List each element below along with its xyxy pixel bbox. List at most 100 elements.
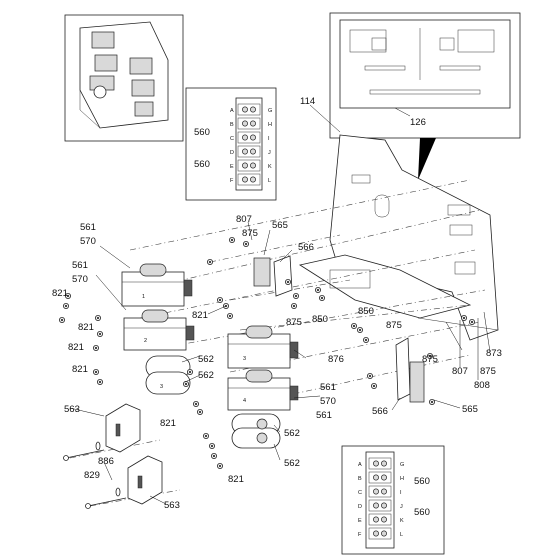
screw-head-icon bbox=[212, 454, 216, 458]
terminal-letter-right: J bbox=[268, 150, 271, 156]
callout-875: 875 bbox=[286, 317, 302, 328]
terminal-letter-left: F bbox=[230, 178, 234, 184]
screw-head-icon bbox=[352, 324, 356, 328]
module-number: 1 bbox=[142, 294, 145, 300]
terminal-screw-icon bbox=[250, 176, 256, 183]
hardware-screws bbox=[59, 236, 475, 469]
callout-126: 126 bbox=[410, 117, 426, 128]
terminal-screw-icon bbox=[242, 134, 248, 141]
callout-562: 562 bbox=[198, 370, 214, 381]
terminal-screw-icon bbox=[242, 176, 248, 183]
terminal-letter-right: K bbox=[400, 518, 404, 524]
terminal-letter-right: G bbox=[268, 108, 272, 114]
chassis-plate bbox=[298, 134, 499, 341]
terminal-bracket-566-lower bbox=[395, 337, 425, 403]
screw-head-icon bbox=[364, 338, 368, 342]
callout-808: 808 bbox=[474, 380, 490, 391]
callout-566: 566 bbox=[298, 242, 314, 253]
callout-561: 561 bbox=[72, 260, 88, 271]
terminal-bracket-566-upper bbox=[253, 255, 293, 297]
terminal-cell bbox=[237, 145, 261, 158]
callout-875: 875 bbox=[480, 366, 496, 377]
screw-head-icon bbox=[368, 374, 372, 378]
callout-821: 821 bbox=[192, 310, 208, 321]
callout-821: 821 bbox=[72, 364, 88, 375]
terminal-cell bbox=[368, 527, 392, 540]
screw-head-icon bbox=[94, 346, 98, 350]
terminal-cell bbox=[237, 173, 261, 186]
screw-head-icon bbox=[188, 370, 192, 374]
callout-875: 875 bbox=[242, 228, 258, 239]
terminal-screw-icon bbox=[373, 488, 379, 495]
terminal-screw-icon bbox=[381, 502, 387, 509]
callout-562: 562 bbox=[284, 428, 300, 439]
callout-886: 886 bbox=[98, 456, 114, 467]
terminal-letter-right: I bbox=[400, 490, 402, 496]
screw-head-icon bbox=[66, 294, 70, 298]
terminal-cell bbox=[237, 131, 261, 144]
screw-head-icon bbox=[98, 332, 102, 336]
bracket-563-lower bbox=[127, 455, 163, 505]
callout-873: 873 bbox=[486, 348, 502, 359]
screw-head-icon bbox=[294, 294, 298, 298]
callout-821: 821 bbox=[78, 322, 94, 333]
screw-head-icon bbox=[204, 434, 208, 438]
terminal-letter-left: D bbox=[230, 150, 234, 156]
screw-head-icon bbox=[372, 384, 376, 388]
terminal-letter-left: D bbox=[358, 504, 362, 510]
terminal-cell bbox=[368, 513, 392, 526]
callout-821: 821 bbox=[228, 474, 244, 485]
callout-821: 821 bbox=[68, 342, 84, 353]
screw-head-icon bbox=[292, 304, 296, 308]
callout-561: 561 bbox=[320, 382, 336, 393]
screw-head-icon bbox=[60, 318, 64, 322]
callout-114: 114 bbox=[300, 96, 315, 107]
callout-563: 563 bbox=[164, 500, 180, 511]
transformer-1: 1 bbox=[121, 263, 193, 307]
long-bolts bbox=[63, 441, 127, 509]
terminal-letter-right: L bbox=[400, 532, 403, 538]
terminal-screw-icon bbox=[250, 134, 256, 141]
terminal-cell bbox=[237, 117, 261, 130]
terminal-screw-icon bbox=[381, 474, 387, 481]
terminal-cell bbox=[237, 159, 261, 172]
inset-back-plate: 126 bbox=[329, 12, 521, 180]
callout-560: 560 bbox=[194, 127, 210, 138]
module-number: 3 bbox=[243, 356, 246, 362]
terminal-screw-icon bbox=[250, 162, 256, 169]
terminal-screw-icon bbox=[381, 530, 387, 537]
screw-head-icon bbox=[230, 238, 234, 242]
terminal-letter-right: G bbox=[400, 462, 404, 468]
terminal-letter-left: A bbox=[230, 108, 234, 114]
screw-head-icon bbox=[218, 298, 222, 302]
terminal-letter-left: E bbox=[230, 164, 234, 170]
capacitor-pair-right bbox=[231, 413, 281, 449]
screw-head-icon bbox=[64, 304, 68, 308]
callout-566: 566 bbox=[372, 406, 388, 417]
terminal-letter-right: J bbox=[400, 504, 403, 510]
leader-lines bbox=[69, 104, 491, 505]
screw-head-icon bbox=[470, 320, 474, 324]
callout-807: 807 bbox=[452, 366, 468, 377]
transformer-2: 2 bbox=[123, 309, 195, 351]
callout-562: 562 bbox=[284, 458, 300, 469]
terminal-letter-left: E bbox=[358, 518, 362, 524]
callout-850: 850 bbox=[358, 306, 374, 317]
module-number: 3 bbox=[160, 384, 163, 390]
terminal-screw-icon bbox=[381, 488, 387, 495]
transformer-4: 4 bbox=[227, 369, 299, 411]
terminal-screw-icon bbox=[242, 120, 248, 127]
terminal-letter-right: H bbox=[400, 476, 404, 482]
callout-875: 875 bbox=[386, 320, 402, 331]
screw-head-icon bbox=[210, 444, 214, 448]
capacitor-pair-left: 3 bbox=[145, 355, 191, 395]
terminal-letter-left: A bbox=[358, 462, 362, 468]
terminal-screw-icon bbox=[373, 502, 379, 509]
terminal-screw-icon bbox=[373, 474, 379, 481]
callout-560: 560 bbox=[414, 476, 430, 487]
terminal-screw-icon bbox=[242, 162, 248, 169]
callout-570: 570 bbox=[72, 274, 88, 285]
